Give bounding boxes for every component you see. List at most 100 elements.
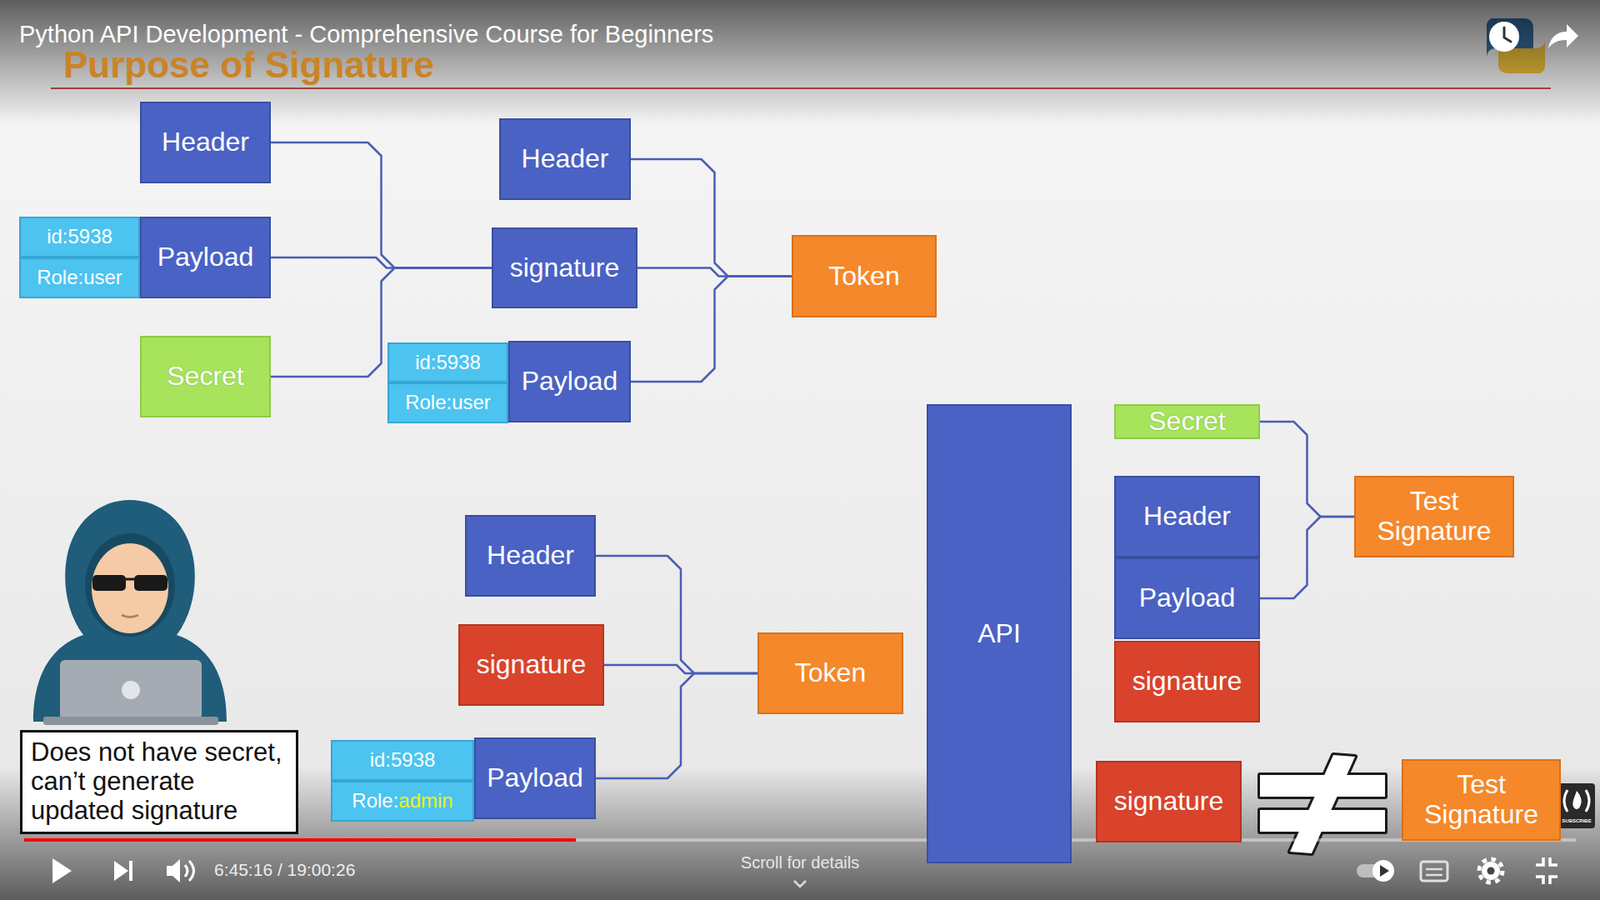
node-text: Token [795,658,866,689]
role-cell: Role:user [19,257,140,299]
header-box: Header [140,101,271,184]
next-triangle [114,860,129,881]
bracket-connector [270,268,492,378]
forged-signature-box: signature [458,624,605,706]
bracket-connector [1260,421,1355,517]
payload-box: Payload [140,216,271,299]
scroll-hint: Scroll for details [740,853,860,873]
logo-paren-left [1564,790,1568,812]
gear-hole [1487,867,1495,875]
note-box: Does not have secret, can’t generate upd… [20,730,299,835]
id-cell: id:5938 [330,740,475,781]
node-text: Role:user [405,391,491,415]
sunglasses-bridge [123,578,137,581]
clock-face [1489,21,1520,52]
fullscreen-icon [1535,857,1558,885]
payload-box: Payload [1114,557,1260,640]
bracket-connector [270,257,492,269]
bracket-connector [630,159,792,277]
payload-box: Payload [474,737,596,820]
share-icon [1548,24,1579,49]
toggle-knob [1372,860,1395,882]
subtitles-line [1425,868,1443,871]
volume-wave [185,865,188,877]
node-text: Payload [157,242,255,273]
payload-box: Payload [508,340,631,423]
secret-box: Secret [140,335,271,418]
node-text: Does not have secret, can’t generate upd… [30,738,288,825]
node-text: Header [161,127,250,158]
node-text: Payload [1139,583,1236,614]
node-text: Header [1143,501,1231,532]
progress-track [24,838,1576,842]
role-cell: Role:user [387,382,509,424]
progress-played [24,838,576,842]
bracket-connector [270,142,492,269]
subtitles-icon [1420,861,1448,881]
node-text: id:5938 [46,225,113,249]
node-text: Test Signature [1411,770,1551,830]
bracket-connector [595,673,758,779]
header-box: Header [465,515,596,597]
gear-teeth [1479,859,1503,883]
video-title: Python API Development - Comprehensive C… [19,20,714,49]
test-signature-box: Test Signature [1354,475,1515,558]
not-equal-bar-outline [1260,810,1385,832]
node-text: API [977,619,1021,650]
hacker-figure [33,500,227,725]
token-box: Token [757,632,904,715]
node-text: Payload [521,366,619,397]
id-cell: id:5938 [19,216,140,258]
header-box: Header [499,118,631,200]
node-text: id:5938 [415,351,481,375]
bracket-connector [630,276,792,383]
bracket-connector [637,268,792,277]
subtitles-frame [1420,861,1448,881]
laptop-lid [60,660,202,720]
node-text: Token [828,261,900,292]
sunglasses-left [92,575,126,591]
laptop-base [43,716,219,725]
hood [33,500,227,722]
id-cell: id:5938 [387,342,509,383]
logo-paren-right [1585,790,1590,812]
node-text: Role: [351,790,399,813]
slide-heading: Purpose of Signature [63,46,435,84]
secret-box: Secret [1114,404,1260,440]
next-icon [114,860,133,881]
api-box: API [926,404,1072,864]
logo-flame [1572,790,1581,810]
mouth [121,615,139,618]
node-text: Test Signature [1364,486,1505,547]
token-box: Token [791,235,937,318]
forged-signature-box: signature [1095,760,1242,843]
header-box: Header [1114,475,1260,558]
bracket-connector [1260,516,1355,599]
node-text: Secret [1148,406,1225,437]
node-text: id:5938 [370,749,436,772]
autoplay-toggle [1356,860,1395,882]
hood-opening [85,533,175,637]
node-text: signature [1132,666,1243,697]
node-text: admin [398,790,453,813]
fullscreen-corner [1550,857,1558,865]
speaker [166,859,180,883]
settings-gear [1479,859,1503,883]
node-text: Payload [486,763,584,794]
scroll-chevron [794,880,806,887]
not-equal-bar-outline [1260,775,1385,797]
node-text: Header [486,540,575,571]
role-cell: Role:admin [330,780,475,822]
not-equal-bar [1260,775,1385,797]
fullscreen-corner [1535,876,1544,885]
node-text: Header [521,144,610,175]
signature-box: signature [491,227,638,309]
not-equal-bar [1260,810,1385,832]
volume-icon [166,859,195,883]
node-text: signature [510,253,620,284]
laptop-logo [121,680,140,700]
logo-square [1558,783,1595,829]
